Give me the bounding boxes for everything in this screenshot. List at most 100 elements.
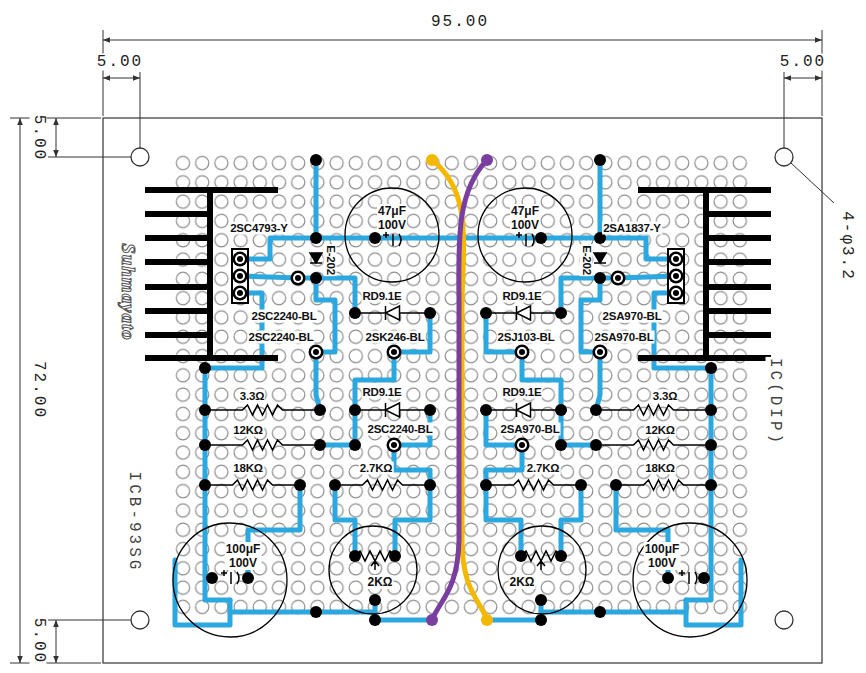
copper-trace xyxy=(316,160,458,238)
solder-pad xyxy=(369,594,381,606)
solder-pad xyxy=(349,404,361,416)
copper-trace xyxy=(240,238,316,259)
solder-pad xyxy=(555,439,567,451)
copper-trace xyxy=(395,485,430,556)
part-name: 3.3Ω xyxy=(652,390,678,403)
part-value: 100μF 100V xyxy=(225,542,262,570)
solder-pad xyxy=(698,572,710,584)
heatsink-fin xyxy=(145,259,210,265)
zener-symbol xyxy=(355,403,430,417)
solder-pad xyxy=(535,614,547,626)
part-name: 12KΩ xyxy=(232,424,264,437)
solder-pad xyxy=(242,572,254,584)
solder-pad xyxy=(294,479,306,491)
heatsink-fin xyxy=(145,211,210,217)
transistor-pad xyxy=(669,252,684,267)
copper-trace xyxy=(375,618,432,623)
solder-pad xyxy=(310,272,322,284)
solder-pad xyxy=(369,614,381,626)
dimension-text: 5.00 xyxy=(30,617,47,665)
zener-symbol xyxy=(355,306,430,320)
solder-pad xyxy=(662,572,674,584)
part-name: E-202 xyxy=(324,244,337,276)
solder-pad xyxy=(199,404,211,416)
solder-pad xyxy=(314,439,326,451)
part-name: 2.7KΩ xyxy=(526,462,561,475)
heatsink-fin xyxy=(145,235,210,241)
copper-trace xyxy=(486,485,521,556)
copper-trace xyxy=(316,352,320,410)
dimension-lines xyxy=(10,30,834,663)
solder-pad xyxy=(199,479,211,491)
copper-trace xyxy=(561,410,596,445)
dimension-text: 4-φ3.2 xyxy=(838,210,855,282)
transistor-outline xyxy=(668,249,684,303)
capacitor-outline: 47μF 100V xyxy=(344,187,440,283)
mounting-holes xyxy=(131,148,793,629)
resistor-symbol xyxy=(205,480,300,490)
potentiometer-symbol xyxy=(521,551,561,570)
crd-symbol xyxy=(594,253,606,263)
potentiometer-symbol xyxy=(355,551,395,570)
copper-trace xyxy=(486,445,522,485)
heatsink-fin xyxy=(706,235,771,241)
solder-pad xyxy=(705,404,717,416)
part-name: 2SC4793-Y xyxy=(229,222,289,235)
part-name: 18KΩ xyxy=(232,462,264,475)
solder-pad xyxy=(480,404,492,416)
transistor-pad xyxy=(669,269,684,284)
copper-trace xyxy=(320,410,355,445)
board-outline xyxy=(103,118,822,663)
copper-trace xyxy=(298,278,355,313)
solder-pad xyxy=(389,550,401,562)
capacitor-outline: 47μF 100V xyxy=(477,187,573,283)
part-circle xyxy=(344,187,440,283)
jumper-wires xyxy=(426,154,493,626)
solder-pad xyxy=(199,362,211,374)
transistor-pad xyxy=(233,286,248,301)
solder-pad xyxy=(594,606,606,618)
heatsink-fin xyxy=(706,332,771,338)
solder-pad xyxy=(555,550,567,562)
solder-pad xyxy=(594,154,606,166)
part-name: 3.3Ω xyxy=(239,390,265,403)
transistor-pad xyxy=(611,271,626,286)
part-name: 2SC2240-BL xyxy=(250,310,317,323)
copper-trace xyxy=(394,445,430,485)
part-value: 2KΩ xyxy=(509,575,536,589)
copper-trace xyxy=(686,560,741,625)
solder-pad xyxy=(535,232,547,244)
crd-symbol xyxy=(310,253,322,263)
solder-pad xyxy=(610,479,622,491)
potentiometer-outline: 2KΩ xyxy=(328,525,418,615)
copper-trace xyxy=(230,600,375,612)
transistor-pad xyxy=(515,345,530,360)
resistor-symbol xyxy=(486,480,581,490)
solder-pad xyxy=(349,550,361,562)
part-circle xyxy=(497,525,587,615)
part-name: 12KΩ xyxy=(644,424,676,437)
solder-pad xyxy=(310,606,322,618)
part-circle xyxy=(328,525,418,615)
resistor-symbol xyxy=(596,440,711,450)
part-name: E-202 xyxy=(580,244,593,276)
transistor-pad xyxy=(669,286,684,301)
copper-trace xyxy=(541,600,686,612)
part-name: 2SA1837-Y xyxy=(602,222,662,235)
part-name: 18KΩ xyxy=(644,462,676,475)
solder-pad xyxy=(590,439,602,451)
solder-pad xyxy=(705,439,717,451)
dimension-text: 5.00 xyxy=(30,114,47,162)
solder-pad xyxy=(705,362,717,374)
capacitor-outline: 100μF 100V xyxy=(632,522,748,638)
board-marking: ICB-93SG xyxy=(125,471,142,574)
part-name: RD9.1E xyxy=(361,386,402,399)
zener-symbol xyxy=(486,403,561,417)
capacitor-symbol xyxy=(679,570,697,584)
solder-pad xyxy=(349,307,361,319)
zener-symbol xyxy=(486,306,561,320)
solder-pad xyxy=(206,572,218,584)
maker-logo: Suhmayato xyxy=(118,242,138,342)
solder-pad xyxy=(535,594,547,606)
